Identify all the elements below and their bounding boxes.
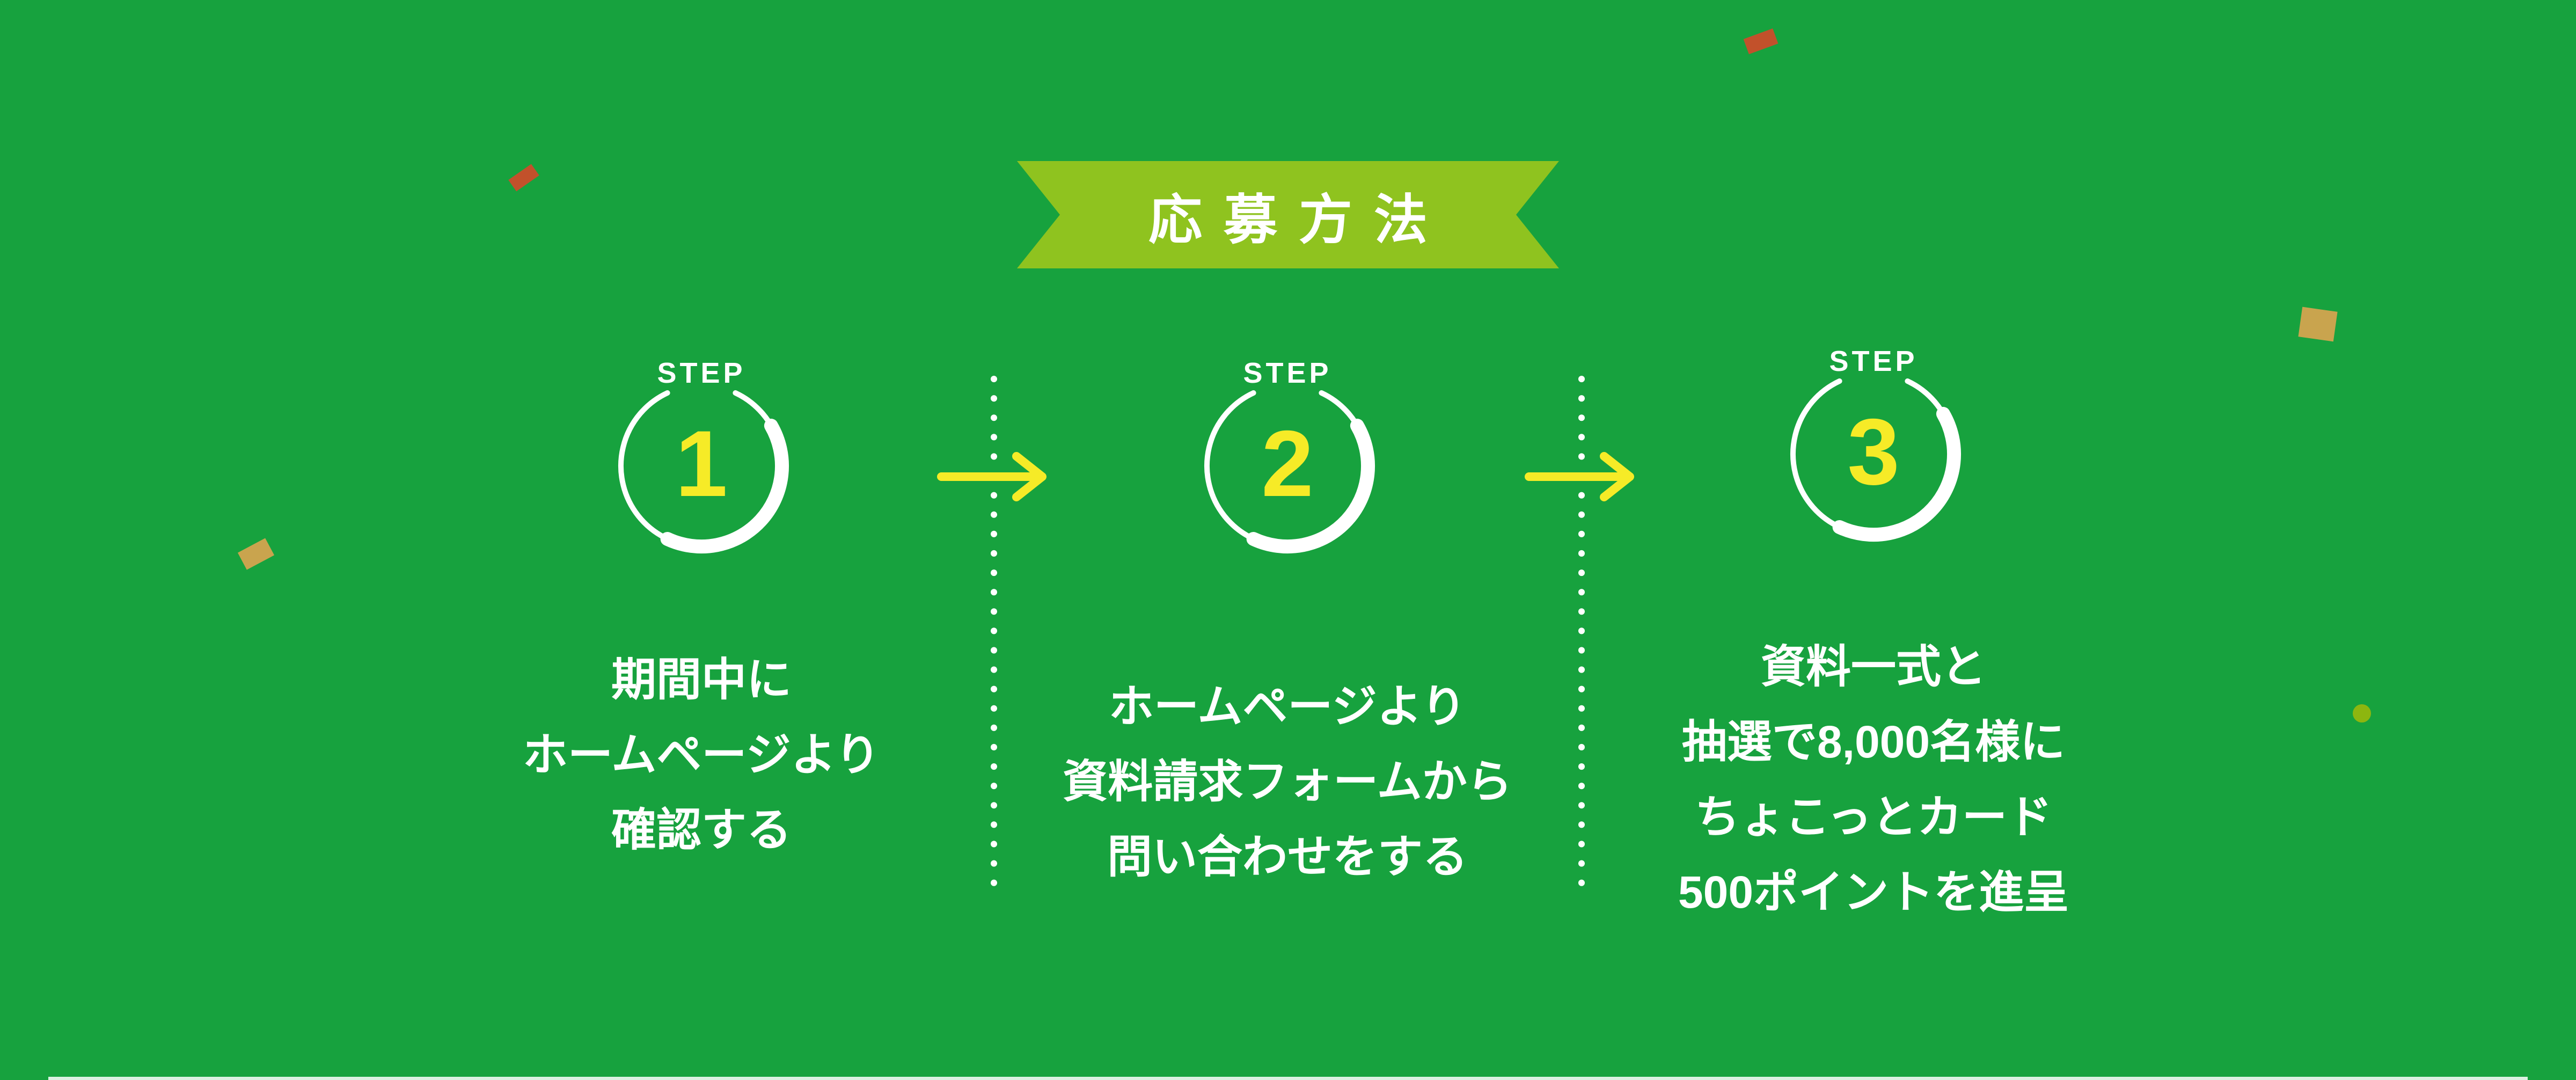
step-number: 3 [1847,399,1900,505]
step-1-description: 期間中に ホームページより 確認する [406,642,997,867]
text-line: ホームページより [1108,681,1467,732]
text-line: ホームページより [522,729,881,780]
step-number: 1 [675,411,728,516]
text-line: 抽選で8,000名様に [1681,717,2066,767]
step-3-circle: STEP 3 [1778,345,1969,550]
ribbon-banner: 応募方法 [1017,161,1559,268]
text-line: ちょこっとカード [1694,792,2053,842]
confetti-piece [2298,307,2338,342]
step-2-circle: STEP 2 [1192,357,1383,561]
step-ring-icon [1790,378,1962,542]
step-1: STEP 1 期間中に ホームページより 確認する [406,357,997,867]
step-1-circle: STEP 1 [606,357,797,561]
arrow-right-icon [937,452,1046,501]
step-ring-icon [1204,390,1375,554]
confetti-piece [1743,28,1779,55]
text-line: 資料請求フォームから [1063,756,1512,807]
step-2: STEP 2 ホームページより 資料請求フォームから 問い合わせをする [992,357,1583,894]
text-line: 確認する [611,805,792,855]
text-line: 期間中に [611,654,792,705]
step-3: STEP 3 資料一式と 抽選で8,000名様に ちょこっとカード 500ポイン… [1578,345,2169,930]
text-line: 問い合わせをする [1107,831,1468,882]
arrow-right-icon [1525,452,1634,501]
section-edge [48,1077,2528,1080]
confetti-dot [2353,704,2371,723]
text-line: 資料一式と [1760,641,1986,692]
confetti-piece [508,164,539,192]
step-2-description: ホームページより 資料請求フォームから 問い合わせをする [992,669,1583,894]
confetti-piece [237,538,275,570]
step-label: STEP [1829,345,1918,377]
text-line: 500ポイントを進呈 [1678,867,2069,917]
step-ring-icon [618,390,789,554]
step-3-description: 資料一式と 抽選で8,000名様に ちょこっとカード 500ポイントを進呈 [1578,629,2169,930]
ribbon-title: 応募方法 [1148,189,1449,250]
step-label: STEP [1243,357,1332,389]
step-number: 2 [1261,411,1314,516]
step-label: STEP [657,357,746,389]
